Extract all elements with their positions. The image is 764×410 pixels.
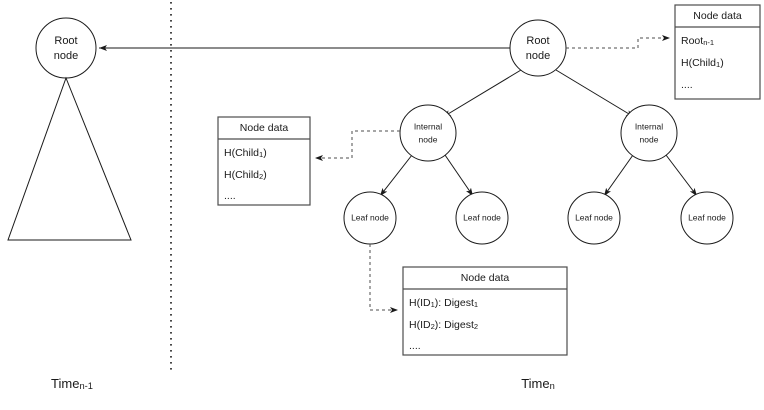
edge-root-to-internal-left	[442, 69, 522, 118]
box-leaf-row1-sub2: 1	[474, 300, 478, 309]
node-root-current-label-line2: node	[526, 50, 550, 62]
node-internal-right-label-line2: node	[640, 134, 659, 144]
box-leaf-row2-b: ): Digest	[435, 319, 474, 331]
box-leaf-node-data-row-2: H(ID2): Digest2	[409, 319, 478, 331]
box-root-row2-sub: 1	[716, 60, 720, 69]
box-leaf-node-data-title: Node data	[461, 272, 510, 284]
node-leaf-2	[455, 191, 509, 245]
box-internal-node-data	[217, 116, 311, 206]
box-internal-node-data-row-3: ....	[224, 190, 236, 202]
box-root-row1-sub: n-1	[703, 38, 714, 47]
node-root-current	[509, 19, 567, 77]
box-root-node-data-title: Node data	[693, 10, 742, 22]
edge-internal-left-to-leaf-2	[444, 154, 474, 197]
link-root-to-root-box	[566, 35, 670, 49]
box-leaf-row2-sub2: 2	[474, 322, 478, 331]
box-root-row1-main: Root	[681, 35, 703, 47]
node-leaf-1-label: Leaf node	[351, 212, 389, 222]
node-internal-right-label-line1: Internal	[635, 121, 663, 131]
link-leaf-to-leaf-box	[369, 244, 398, 313]
node-leaf-4-label: Leaf node	[688, 212, 726, 222]
node-internal-left-label-line1: Internal	[414, 121, 442, 131]
box-root-node-data-row-1: Rootn-1	[681, 35, 714, 47]
node-leaf-3-label: Leaf node	[575, 212, 613, 222]
box-internal-node-data-row-2: H(Child2)	[224, 169, 267, 181]
box-leaf-node-data-row-3: ....	[409, 340, 421, 352]
box-internal-node-data-row-1: H(Child1)	[224, 147, 267, 159]
time-label-current-main: Time	[521, 376, 549, 391]
node-leaf-4	[680, 191, 734, 245]
node-root-previous	[35, 17, 97, 79]
box-root-node-data	[674, 4, 761, 100]
node-root-previous-label-line2: node	[54, 50, 78, 62]
time-label-previous-main: Time	[51, 376, 79, 391]
node-leaf-2-label: Leaf node	[463, 212, 501, 222]
node-internal-left	[399, 104, 457, 162]
node-internal-left-label-line2: node	[419, 134, 438, 144]
box-leaf-row1-a: H(ID	[409, 297, 431, 309]
time-label-current: Timen	[521, 376, 555, 391]
box-leaf-row1-sub1: 1	[431, 300, 435, 309]
edge-internal-left-to-leaf-1	[379, 154, 413, 197]
node-root-current-label-line1: Root	[526, 35, 549, 47]
box-leaf-row2-sub1: 2	[431, 322, 435, 331]
box-leaf-row2-a: H(ID	[409, 319, 431, 331]
box-internal-row1-main-a: H(Child	[224, 147, 259, 159]
node-root-previous-label-line1: Root	[54, 35, 77, 47]
box-root-node-data-row-2: H(Child1)	[681, 57, 724, 69]
box-internal-row1-main-b: )	[263, 147, 267, 159]
edge-root-to-internal-right	[555, 69, 635, 118]
box-root-node-data-row-3: ....	[681, 79, 693, 91]
box-internal-row1-sub: 1	[259, 150, 263, 159]
box-root-row2-main-b: )	[720, 57, 724, 69]
node-leaf-3	[567, 191, 621, 245]
box-leaf-node-data	[402, 266, 568, 356]
link-internal-to-internal-box	[315, 130, 400, 161]
box-internal-row2-main-b: )	[263, 169, 267, 181]
node-internal-right	[620, 104, 678, 162]
box-leaf-row1-b: ): Digest	[435, 297, 474, 309]
box-internal-row2-main-a: H(Child	[224, 169, 259, 181]
collapsed-subtree-triangle	[7, 76, 132, 241]
time-label-previous-sub: n-1	[79, 381, 93, 391]
box-leaf-node-data-row-1: H(ID1): Digest1	[409, 297, 478, 309]
time-label-current-sub: n	[550, 381, 555, 391]
time-label-previous: Timen-1	[51, 376, 93, 391]
box-internal-row2-sub: 2	[259, 172, 263, 181]
box-internal-node-data-title: Node data	[240, 122, 289, 134]
edge-internal-right-to-leaf-3	[603, 154, 634, 197]
box-root-row2-main-a: H(Child	[681, 57, 716, 69]
edge-internal-right-to-leaf-4	[665, 154, 698, 197]
